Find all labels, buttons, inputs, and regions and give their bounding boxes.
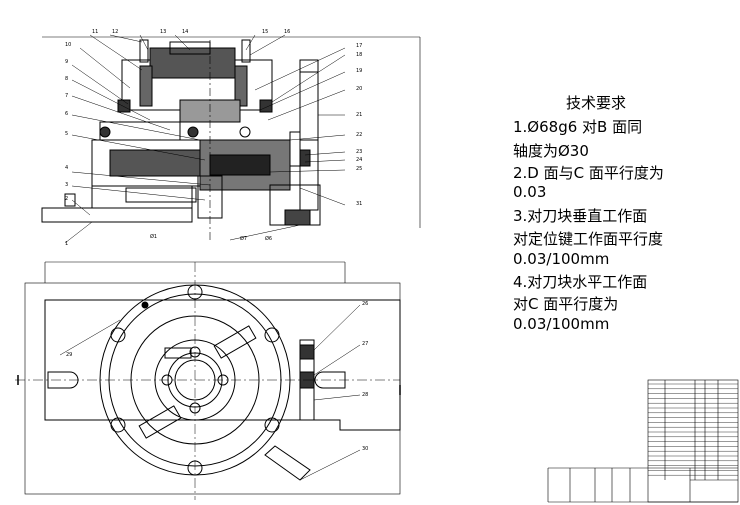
part-label-7: 7 [65,93,68,99]
part-label-4: 4 [65,165,68,171]
part-label-8: 8 [65,76,68,82]
requirement-line-5: 3.对刀块垂直工作面 [513,207,648,225]
part-label-29: 29 [66,352,72,358]
requirement-line-3: 2.D 面与C 面平行度为 [513,164,664,182]
requirement-line-4: 0.03 [513,183,547,201]
part-label-31: 31 [356,201,362,207]
part-label-22: 22 [356,132,362,138]
requirement-line-6: 对定位键工作面平行度 [513,230,664,248]
part-label-28: 28 [362,392,368,398]
part-label-1: 1 [65,241,68,247]
dimension-label-2: Ø7 [240,235,247,242]
parts-list-rows [648,383,738,476]
requirement-line-8: 4.对刀块水平工作面 [513,273,648,291]
part-label-6: 6 [65,111,68,117]
part-label-2: 2 [65,196,68,202]
part-label-13: 13 [160,29,166,35]
requirement-line-1: 1.Ø68g6 对B 面同 [513,118,643,136]
part-label-30: 30 [362,446,368,452]
part-label-18: 18 [356,52,362,58]
dimension-label-3: Ø6 [265,235,272,242]
part-label-24: 24 [356,157,362,163]
part-label-25: 25 [356,166,362,172]
requirement-line-9: 对C 面平行度为 [513,295,619,313]
requirement-line-7: 0.03/100mm [513,250,610,268]
part-label-21: 21 [356,112,362,118]
parts-list-table [547,379,739,503]
plan-view [15,261,401,500]
requirement-line-10: 0.03/100mm [513,315,610,333]
part-label-16: 16 [284,29,290,35]
part-label-12: 12 [112,29,118,35]
part-label-11: 11 [92,29,98,35]
part-label-19: 19 [356,68,362,74]
part-label-27: 27 [362,341,368,347]
part-label-17: 17 [356,43,362,49]
part-label-10: 10 [65,42,71,48]
part-label-14: 14 [182,29,188,35]
part-label-5: 5 [65,131,68,137]
front-section-view [41,34,421,244]
requirement-line-2: 轴度为Ø30 [513,142,589,160]
part-label-23: 23 [356,149,362,155]
part-label-20: 20 [356,86,362,92]
dimension-label-1: Ø1 [150,233,157,240]
part-label-3: 3 [65,182,68,188]
part-label-9: 9 [65,59,68,65]
part-label-15: 15 [262,29,268,35]
tech-requirements-title: 技术要求 [566,94,627,112]
part-label-26: 26 [362,301,368,307]
